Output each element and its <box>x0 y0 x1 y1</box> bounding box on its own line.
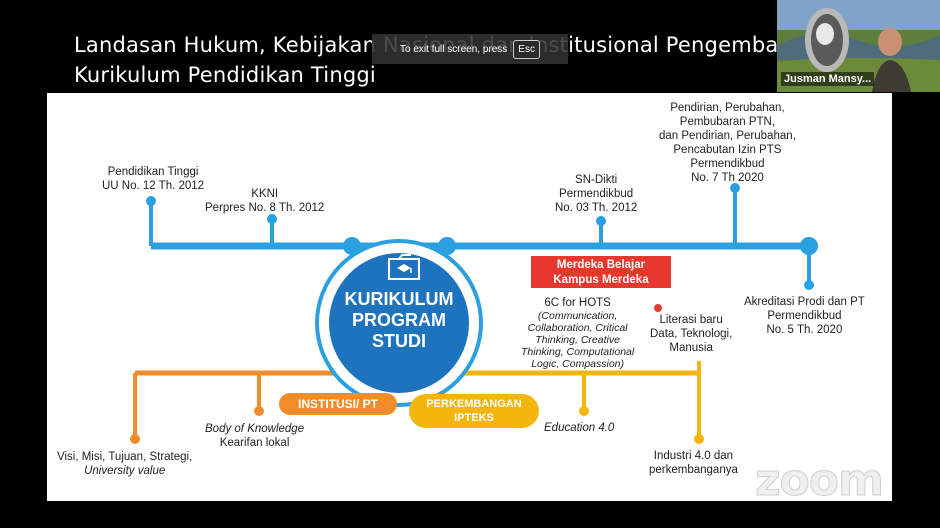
exit-fullscreen-toast: To exit full screen, press Esc <box>372 34 568 64</box>
literasi-line3: Manusia <box>669 342 713 354</box>
exit-fullscreen-text: To exit full screen, press <box>400 43 508 55</box>
participant-name: Jusman Mansy... <box>781 72 875 86</box>
pt-line2: UU No. 12 Th. 2012 <box>102 180 205 192</box>
iptek-badge: PERKEMBANGAN IPTEKS <box>409 394 539 428</box>
sn-line2: Permendikbud <box>559 188 634 200</box>
label-akreditasi: Akreditasi Prodi dan PT Permendikbud No.… <box>744 295 865 337</box>
pend-line2: Pembubaran PTN, <box>679 116 776 128</box>
hots-line6: Logic, Compassion) <box>531 358 625 370</box>
label-kkni: KKNI Perpres No. 8 Th. 2012 <box>205 187 324 215</box>
sn-line3: No. 03 Th. 2012 <box>555 202 638 214</box>
hots-line3: Collaboration, Critical <box>527 322 628 334</box>
kkni-line1: KKNI <box>251 188 279 200</box>
literasi-line2: Data, Teknologi, <box>650 328 733 340</box>
label-bok: Body of Knowledge Kearifan lokal <box>205 422 304 450</box>
dot-kkni <box>267 214 277 224</box>
label-literasi: Literasi baru Data, Teknologi, Manusia <box>650 313 732 355</box>
industri-line2: perkembanganya <box>649 464 738 476</box>
bok-line1: Body of Knowledge <box>205 423 305 435</box>
akr-line1: Akreditasi Prodi dan PT <box>744 296 865 308</box>
dot-education <box>579 406 589 416</box>
center-label: KURIKULUM PROGRAM STUDI <box>335 289 463 352</box>
merdeka-belajar-badge: Merdeka Belajar Kampus Merdeka <box>531 256 671 288</box>
slide-title-line2: Kurikulum Pendidikan Tinggi <box>74 63 376 87</box>
hots-line5: Thinking, Computational <box>521 346 635 358</box>
hots-line1: 6C for HOTS <box>544 297 611 309</box>
dot-sn-dikti <box>596 216 606 226</box>
center-label-line2: PROGRAM <box>352 310 446 330</box>
diagram-lines <box>130 183 818 444</box>
center-label-line3: STUDI <box>372 331 426 351</box>
pend-line5: Permendikbud <box>690 158 765 170</box>
pend-line1: Pendirian, Perubahan, <box>670 102 785 114</box>
dot-pendidikan-tinggi <box>146 196 156 206</box>
pend-line3: dan Pendirian, Perubahan, <box>659 130 796 142</box>
dot-pendirian <box>730 183 740 193</box>
pointer-dot <box>654 304 662 312</box>
institusi-badge: INSTITUSI/ PT <box>279 393 397 415</box>
participant-video-tile[interactable]: Jusman Mansy... <box>777 0 940 92</box>
dot-akreditasi <box>804 280 814 290</box>
merdeka-line1: Merdeka Belajar <box>556 259 646 271</box>
hots-line4: Thinking, Creative <box>535 334 620 346</box>
pend-line6: No. 7 Th 2020 <box>691 172 764 184</box>
label-sn-dikti: SN-Dikti Permendikbud No. 03 Th. 2012 <box>555 173 637 215</box>
label-pendidikan-tinggi: Pendidikan Tinggi UU No. 12 Th. 2012 <box>102 165 204 193</box>
dot-industri <box>694 434 704 444</box>
label-pendirian: Pendirian, Perubahan, Pembubaran PTN, da… <box>659 101 796 185</box>
merdeka-line2: Kampus Merdeka <box>553 274 649 286</box>
visi-line2: University value <box>84 465 166 477</box>
esc-key-button[interactable]: Esc <box>513 39 540 59</box>
zoom-watermark: zoom <box>755 455 885 507</box>
pt-line1: Pendidikan Tinggi <box>107 166 199 178</box>
iptek-line2: IPTEKS <box>454 412 494 424</box>
center-circle <box>329 253 469 393</box>
slide-canvas: KURIKULUM PROGRAM STUDI Pendidikan Tingg… <box>47 93 892 501</box>
visi-line1: Visi, Misi, Tujuan, Strategi, <box>57 451 193 463</box>
akr-line2: Permendikbud <box>767 310 842 322</box>
node-right <box>438 237 456 255</box>
bok-line2: Kearifan lokal <box>219 437 290 449</box>
folder-graduation-cap-icon <box>387 253 421 286</box>
participant-video-feed <box>777 0 940 92</box>
akr-line3: No. 5 Th. 2020 <box>766 324 843 336</box>
label-6c-hots: 6C for HOTS (Communication, Collaboratio… <box>521 296 634 370</box>
iptek-line1: PERKEMBANGAN <box>426 398 522 410</box>
industri-line1: Industri 4.0 dan <box>653 450 734 462</box>
label-education: Education 4.0 <box>544 422 615 434</box>
dot-bok <box>254 406 264 416</box>
literasi-line1: Literasi baru <box>659 314 723 326</box>
node-left <box>343 237 361 255</box>
sn-line1: SN-Dikti <box>575 174 618 186</box>
center-label-line1: KURIKULUM <box>344 289 454 309</box>
dot-visi <box>130 434 140 444</box>
kkni-line2: Perpres No. 8 Th. 2012 <box>205 202 325 214</box>
label-visi: Visi, Misi, Tujuan, Strategi, University… <box>57 450 192 478</box>
hots-line2: (Communication, <box>537 310 618 322</box>
label-industri: Industri 4.0 dan perkembanganya <box>649 449 738 477</box>
pend-line4: Pencabutan Izin PTS <box>673 144 782 156</box>
